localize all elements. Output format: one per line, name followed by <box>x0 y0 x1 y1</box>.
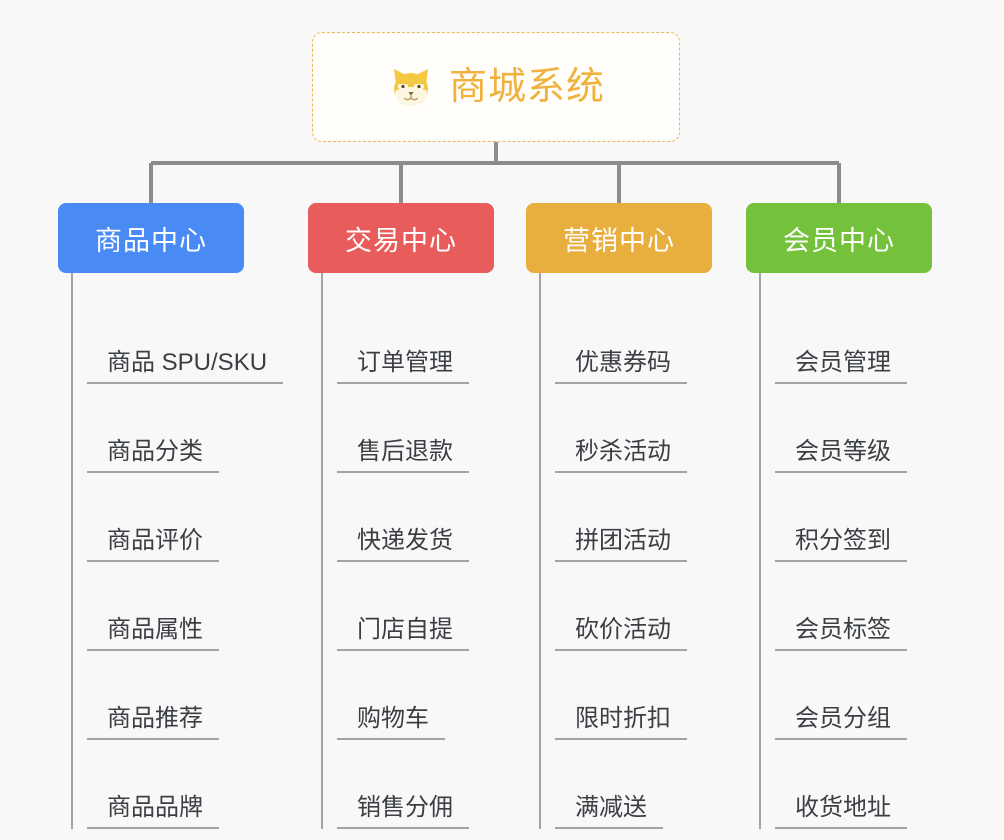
list-item[interactable]: 秒杀活动 <box>541 384 741 473</box>
leaf-label: 商品 SPU/SKU <box>87 349 284 384</box>
branch-header-0[interactable]: 商品中心 <box>58 203 244 273</box>
list-item[interactable]: 会员等级 <box>761 384 961 473</box>
leaf-label: 商品分类 <box>87 438 219 473</box>
leaf-label: 门店自提 <box>337 616 469 651</box>
list-item[interactable]: 会员管理 <box>761 295 961 384</box>
leaf-list-3: 会员管理 会员等级 积分签到 会员标签 会员分组 收货地址 <box>759 273 961 829</box>
branch-column-3: 会员中心 会员管理 会员等级 积分签到 会员标签 会员分组 收货地址 <box>746 203 932 829</box>
branch-header-label-2: 营销中心 <box>563 225 675 256</box>
leaf-label: 秒杀活动 <box>555 438 687 473</box>
list-item[interactable]: 门店自提 <box>323 562 523 651</box>
list-item[interactable]: 售后退款 <box>323 384 523 473</box>
leaf-label: 购物车 <box>337 705 445 740</box>
branch-header-label-1: 交易中心 <box>345 225 457 256</box>
branch-column-0: 商品中心 商品 SPU/SKU 商品分类 商品评价 商品属性 商品推荐 商品品牌 <box>58 203 284 829</box>
list-item[interactable]: 商品评价 <box>73 473 273 562</box>
list-item[interactable]: 积分签到 <box>761 473 961 562</box>
list-item[interactable]: 会员标签 <box>761 562 961 651</box>
list-item[interactable]: 订单管理 <box>323 295 523 384</box>
root-node[interactable]: 商城系统 <box>312 32 680 142</box>
leaf-list-2: 优惠券码 秒杀活动 拼团活动 砍价活动 限时折扣 满减送 <box>539 273 741 829</box>
leaf-label: 满减送 <box>555 794 663 829</box>
branch-header-label-3: 会员中心 <box>783 225 895 256</box>
leaf-label: 积分签到 <box>775 527 907 562</box>
leaf-label: 会员管理 <box>775 349 907 384</box>
list-item[interactable]: 满减送 <box>541 740 741 829</box>
list-item[interactable]: 商品 SPU/SKU <box>73 295 284 384</box>
branch-header-2[interactable]: 营销中心 <box>526 203 712 273</box>
branch-header-label-0: 商品中心 <box>95 225 207 256</box>
leaf-list-0: 商品 SPU/SKU 商品分类 商品评价 商品属性 商品推荐 商品品牌 <box>71 273 284 829</box>
leaf-label: 售后退款 <box>337 438 469 473</box>
list-item[interactable]: 商品品牌 <box>73 740 273 829</box>
leaf-label: 收货地址 <box>775 794 907 829</box>
branch-header-3[interactable]: 会员中心 <box>746 203 932 273</box>
list-item[interactable]: 优惠券码 <box>541 295 741 384</box>
leaf-list-1: 订单管理 售后退款 快递发货 门店自提 购物车 销售分佣 <box>321 273 523 829</box>
list-item[interactable]: 销售分佣 <box>323 740 523 829</box>
leaf-label: 优惠券码 <box>555 349 687 384</box>
leaf-label: 砍价活动 <box>555 616 687 651</box>
branch-column-2: 营销中心 优惠券码 秒杀活动 拼团活动 砍价活动 限时折扣 满减送 <box>526 203 712 829</box>
leaf-label: 拼团活动 <box>555 527 687 562</box>
leaf-label: 商品推荐 <box>87 705 219 740</box>
list-item[interactable]: 限时折扣 <box>541 651 741 740</box>
leaf-label: 快递发货 <box>337 527 469 562</box>
list-item[interactable]: 快递发货 <box>323 473 523 562</box>
leaf-label: 销售分佣 <box>337 794 469 829</box>
leaf-label: 限时折扣 <box>555 705 687 740</box>
root-title: 商城系统 <box>448 66 605 108</box>
leaf-label: 订单管理 <box>337 349 469 384</box>
leaf-label: 会员分组 <box>775 705 907 740</box>
list-item[interactable]: 收货地址 <box>761 740 961 829</box>
leaf-label: 商品评价 <box>87 527 219 562</box>
list-item[interactable]: 购物车 <box>323 651 523 740</box>
leaf-label: 商品属性 <box>87 616 219 651</box>
branch-column-1: 交易中心 订单管理 售后退款 快递发货 门店自提 购物车 销售分佣 <box>308 203 494 829</box>
leaf-label: 会员标签 <box>775 616 907 651</box>
list-item[interactable]: 拼团活动 <box>541 473 741 562</box>
branch-header-1[interactable]: 交易中心 <box>308 203 494 273</box>
list-item[interactable]: 商品分类 <box>73 384 273 473</box>
list-item[interactable]: 砍价活动 <box>541 562 741 651</box>
list-item[interactable]: 会员分组 <box>761 651 961 740</box>
list-item[interactable]: 商品推荐 <box>73 651 273 740</box>
shiba-dog-face-icon <box>387 63 435 111</box>
list-item[interactable]: 商品属性 <box>73 562 273 651</box>
leaf-label: 会员等级 <box>775 438 907 473</box>
leaf-label: 商品品牌 <box>87 794 219 829</box>
